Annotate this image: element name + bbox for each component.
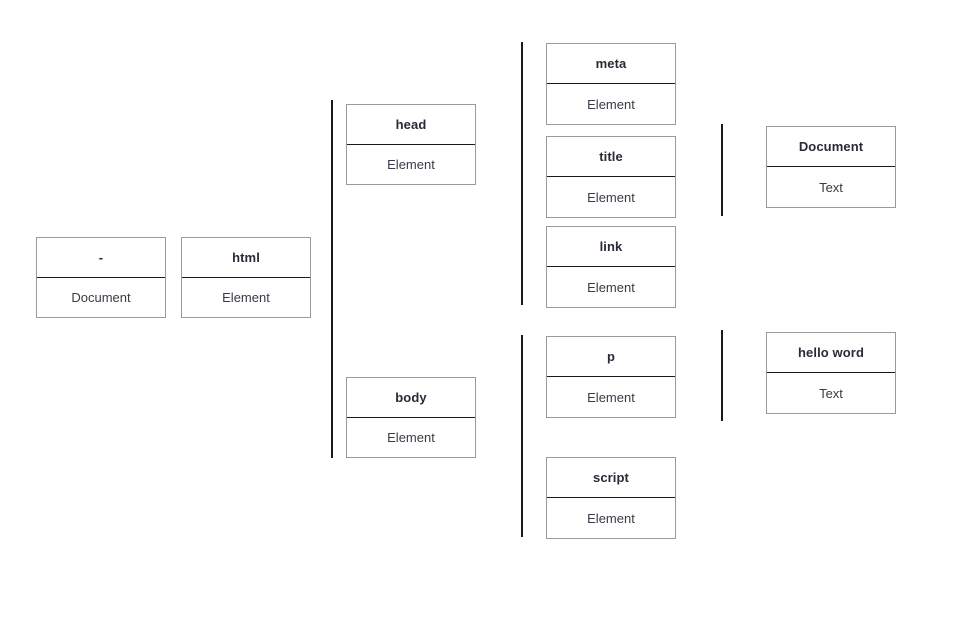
node-type-label: Element xyxy=(587,510,635,526)
connector-html-children xyxy=(331,100,333,458)
node-type-label: Element xyxy=(222,289,270,305)
node-name-label: link xyxy=(547,227,675,267)
node-name-label: body xyxy=(347,378,475,418)
node-name-label: html xyxy=(182,238,310,278)
node-name-label: p xyxy=(547,337,675,377)
node-name-label: hello word xyxy=(767,333,895,373)
node-document-root[interactable]: - Document xyxy=(36,237,166,318)
node-name-label: - xyxy=(37,238,165,278)
node-type-label: Element xyxy=(587,389,635,405)
node-name-label: title xyxy=(547,137,675,177)
node-name-label: meta xyxy=(547,44,675,84)
connector-body-children xyxy=(521,335,523,537)
connector-title-children xyxy=(721,124,723,216)
node-type-label: Element xyxy=(387,156,435,172)
connector-p-children xyxy=(721,330,723,421)
node-name-label: Document xyxy=(767,127,895,167)
node-type-label: Element xyxy=(587,96,635,112)
node-type-label: Text xyxy=(819,179,843,195)
connector-head-children xyxy=(521,42,523,305)
node-type-label: Element xyxy=(587,189,635,205)
node-name-label: head xyxy=(347,105,475,145)
node-type-label: Document xyxy=(71,289,131,305)
node-type-label: Element xyxy=(587,279,635,295)
node-type-label: Text xyxy=(819,385,843,401)
node-name-label: script xyxy=(547,458,675,498)
node-type-label: Element xyxy=(387,429,435,445)
